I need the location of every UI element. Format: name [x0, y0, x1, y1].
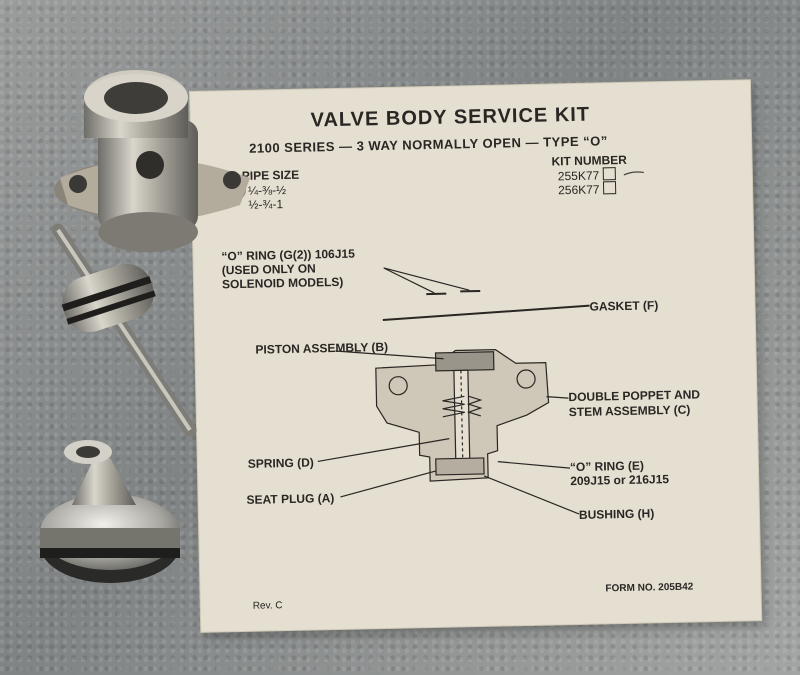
valve-body-casting: [54, 70, 250, 252]
seat-plug-part: [40, 440, 180, 583]
stem-piston-assembly: [51, 223, 197, 437]
instruction-sheet: VALVE BODY SERVICE KIT 2100 SERIES — 3 W…: [190, 80, 762, 632]
valve-cross-section-diagram: [317, 171, 644, 515]
